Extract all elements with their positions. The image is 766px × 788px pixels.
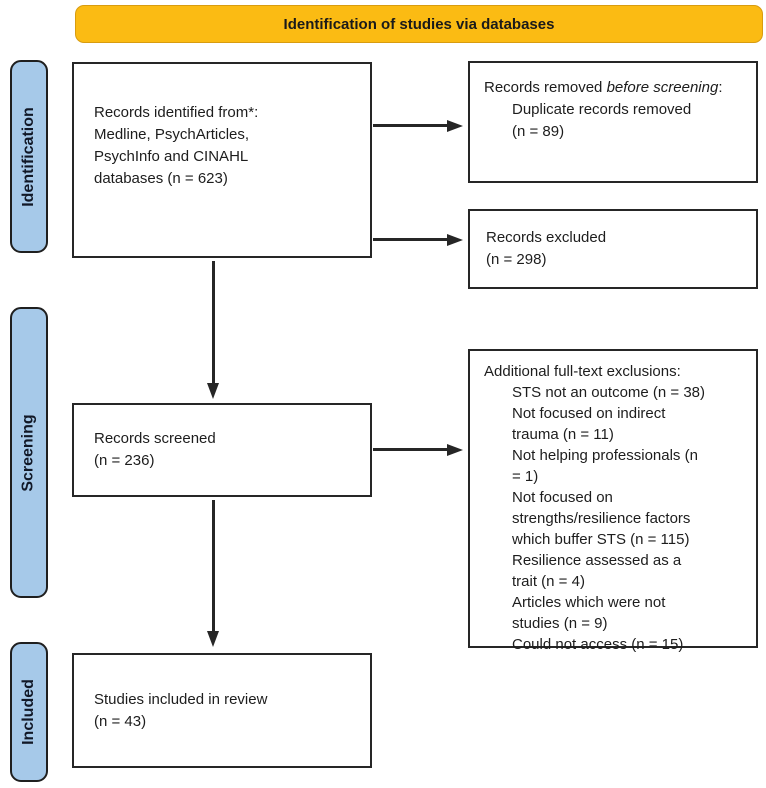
box-records-excluded: Records excluded (n = 298) (468, 209, 758, 289)
exclusion-item: Could not access (n = 15) (512, 636, 684, 653)
full-text-exclusions-title: Additional full-text exclusions: (484, 363, 681, 380)
banner-identification-via-databases: Identification of studies via databases (75, 5, 763, 43)
exclusion-item: STS not an outcome (n = 38) (512, 384, 706, 401)
stage-label-included-text: Included (20, 679, 37, 745)
arrow-identified-to-screened (207, 261, 219, 399)
box-records-removed-before-screening: Records removed before screening: Duplic… (468, 61, 758, 183)
stage-label-identification-text: Identification (20, 106, 37, 207)
arrow-screened-to-exclusions (373, 444, 463, 456)
box-records-identified: Records identified from*: Medline, Psych… (72, 62, 372, 258)
box-records-screened: Records screened (n = 236) (72, 403, 372, 497)
arrow-identified-to-excluded (373, 234, 463, 246)
records-removed-title: Records removed before screening: (484, 77, 744, 99)
records-removed-detail: Duplicate records removed (n = 89) (512, 101, 692, 140)
exclusion-item: Not focused on indirect trauma (n = 11) (512, 405, 666, 443)
arrow-identified-to-removed (373, 120, 463, 132)
box-studies-included-in-review: Studies included in review (n = 43) (72, 653, 372, 768)
stage-label-included: Included (10, 642, 48, 782)
exclusion-item: Articles which were not studies (n = 9) (512, 594, 666, 632)
records-removed-title-emphasis: before screening (606, 79, 719, 96)
box-full-text-exclusions: Additional full-text exclusions: STS not… (468, 349, 758, 653)
stage-label-screening-text: Screening (20, 413, 38, 492)
stage-label-identification: Identification (10, 60, 48, 253)
exclusion-item: Not focused on strengths/resilience fact… (512, 489, 691, 548)
arrow-screened-to-included (207, 500, 219, 647)
exclusion-item: Not helping professionals (n = 1) (512, 447, 698, 485)
records-removed-title-prefix: Records removed (484, 79, 607, 96)
exclusion-item: Resilience assessed as a trait (n = 4) (512, 552, 682, 590)
stage-label-screening: Screening (10, 307, 48, 598)
records-removed-title-suffix: : (718, 79, 723, 96)
